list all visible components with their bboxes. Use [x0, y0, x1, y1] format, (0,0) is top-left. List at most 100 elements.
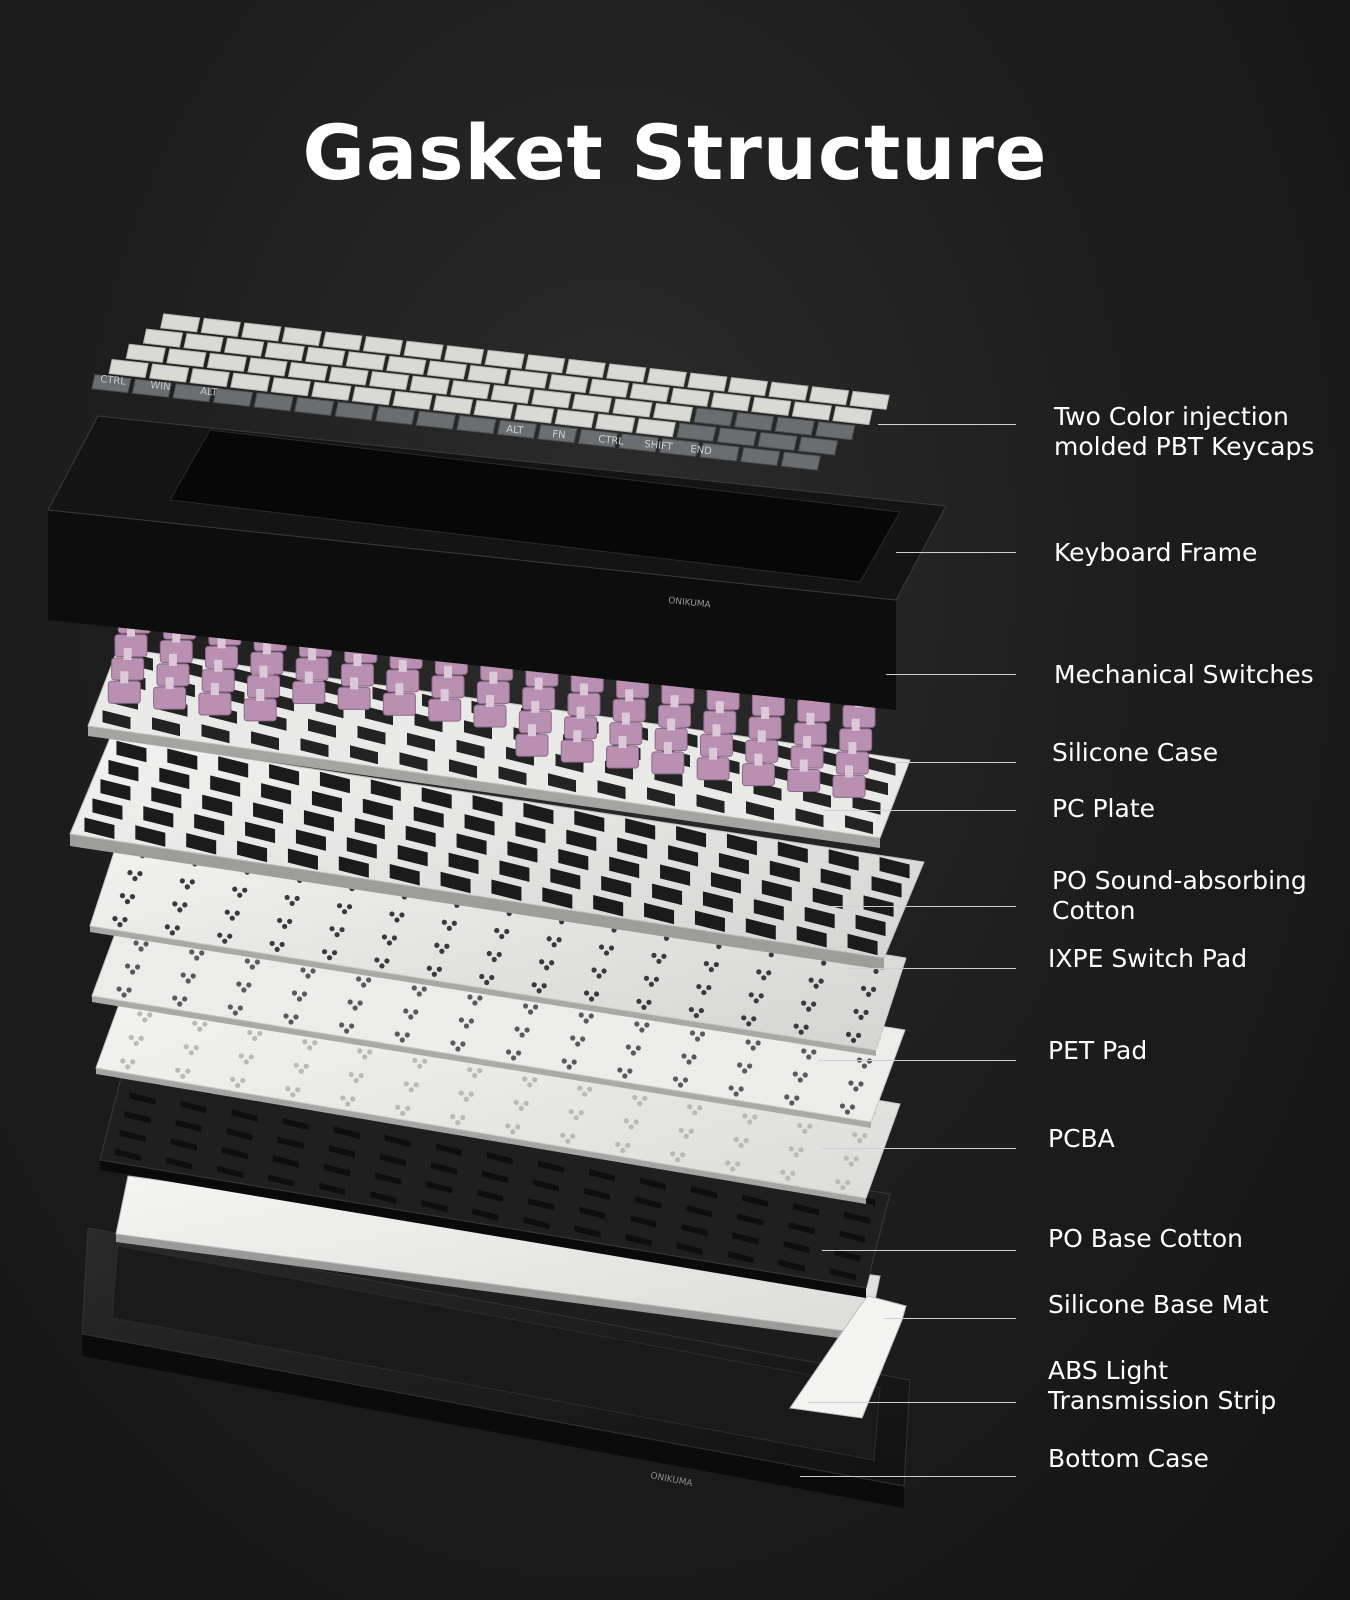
ixpe-hole — [849, 1104, 856, 1110]
po-cotton-hole — [274, 946, 280, 953]
ixpe-hole — [519, 1032, 525, 1038]
po-cotton-hole — [124, 899, 131, 905]
keycap — [183, 333, 224, 353]
pet-pad-hole — [133, 1040, 139, 1046]
ixpe-hole — [627, 1068, 633, 1074]
ixpe-hole — [527, 1009, 534, 1015]
abs-light-strip — [789, 1295, 907, 1419]
ixpe-hole — [349, 1023, 355, 1029]
po-cotton-hole — [873, 968, 879, 974]
po-cotton-hole — [399, 912, 405, 918]
switch-housing — [696, 757, 730, 781]
ixpe-hole — [570, 1035, 576, 1041]
pcba-slot — [226, 1128, 253, 1141]
ixpe-hole — [738, 1086, 744, 1092]
pet-pad-hole — [138, 1035, 144, 1041]
po-cotton-hole — [551, 942, 557, 948]
pcba-slot — [282, 1117, 309, 1131]
pcba-slot — [482, 1170, 508, 1184]
po-cotton-hole — [656, 958, 662, 964]
keycap — [774, 416, 815, 436]
ixpe-hole — [532, 1004, 539, 1010]
silicone-case-cutout — [746, 801, 774, 821]
ixpe-hole — [514, 1026, 520, 1032]
po-cotton-hole — [546, 936, 552, 942]
callout-line-1: PET Pad — [1048, 1036, 1148, 1065]
pet-pad-hole — [188, 1050, 194, 1056]
pc-plate-cutout — [550, 868, 581, 890]
pcba-slot — [231, 1109, 258, 1122]
callout-line-1: IXPE Switch Pad — [1048, 944, 1248, 973]
pet-pad-hole — [395, 1104, 401, 1110]
pet-pad-hole — [367, 1049, 373, 1055]
callout-line-1: PC Plate — [1052, 794, 1156, 823]
ixpe-hole — [366, 977, 372, 983]
callout-line-2: Transmission Strip — [1048, 1386, 1277, 1415]
pet-pad-hole — [790, 1170, 796, 1176]
pc-plate-cutout — [694, 910, 725, 933]
po-cotton-hole — [436, 966, 442, 972]
pcba-slot — [844, 1211, 871, 1225]
ixpe-hole — [394, 1031, 400, 1037]
keycap — [426, 360, 467, 380]
po-cotton-hole — [858, 1014, 864, 1020]
po-cotton-hole — [870, 986, 877, 992]
po-cotton-hole — [641, 1004, 647, 1010]
callout-leader-line — [828, 906, 1016, 907]
pcba-slot — [379, 1153, 406, 1167]
pet-pad-hole — [570, 1133, 576, 1139]
keycap — [635, 418, 676, 438]
ixpe-hole — [689, 1030, 696, 1036]
pet-pad-hole — [362, 1054, 368, 1060]
pet-pad-hole — [353, 1077, 359, 1084]
callout-line-1: ABS Light — [1048, 1356, 1169, 1385]
pet-pad-hole — [357, 1048, 363, 1054]
pet-pad-hole — [285, 1086, 291, 1092]
ixpe-hole — [133, 940, 139, 946]
ixpe-hole — [116, 986, 122, 992]
pet-pad-hole — [697, 1105, 703, 1111]
keycap — [450, 380, 491, 400]
ixpe-hole — [797, 1077, 803, 1083]
pet-pad-hole — [565, 1138, 571, 1144]
pcba-slot — [681, 1223, 708, 1237]
keycap — [676, 422, 717, 442]
po-cotton-hole — [329, 926, 335, 932]
pcba-slot — [630, 1215, 657, 1228]
pet-pad-hole — [422, 1058, 428, 1064]
keycap — [311, 381, 352, 401]
po-cotton-hole — [444, 943, 450, 949]
pc-plate-cutout — [346, 837, 377, 859]
keycap — [693, 407, 734, 427]
pet-pad-hole — [120, 1058, 126, 1064]
silicone-case-cutout — [399, 752, 428, 772]
pet-pad-hole — [455, 1120, 461, 1126]
pc-plate-cutout — [210, 775, 241, 797]
silicone-case-cutout — [251, 731, 279, 751]
po-cotton-hole — [855, 1032, 862, 1038]
keycap — [200, 317, 241, 337]
po-cotton-hole — [850, 1037, 857, 1043]
pet-pad-hole — [248, 1054, 254, 1060]
pet-pad-hole — [192, 1020, 198, 1026]
callout-leader-line — [878, 424, 1016, 425]
keycap-legend: SHIFT — [644, 439, 674, 453]
switch-stem — [715, 701, 724, 714]
ixpe-hole — [408, 1014, 414, 1020]
callout-line-2: Cotton — [1052, 896, 1136, 925]
callout-line-1: Silicone Case — [1052, 738, 1219, 767]
ixpe-hole — [571, 1059, 577, 1065]
po-cotton-hole — [127, 870, 133, 876]
po-cotton-hole — [269, 940, 275, 947]
bottom-case-edge — [82, 1334, 904, 1508]
keycap — [322, 331, 363, 351]
keycap — [595, 413, 636, 433]
keycap — [514, 404, 555, 424]
keyboard-frame-edge — [48, 510, 896, 710]
callout-leader-line — [822, 1250, 1016, 1251]
keycap — [351, 386, 393, 406]
keyboard-frame: ONIKUMA — [47, 415, 947, 710]
callout-line-1: Two Color injection — [1054, 402, 1289, 431]
po-cotton-hole — [696, 983, 702, 990]
